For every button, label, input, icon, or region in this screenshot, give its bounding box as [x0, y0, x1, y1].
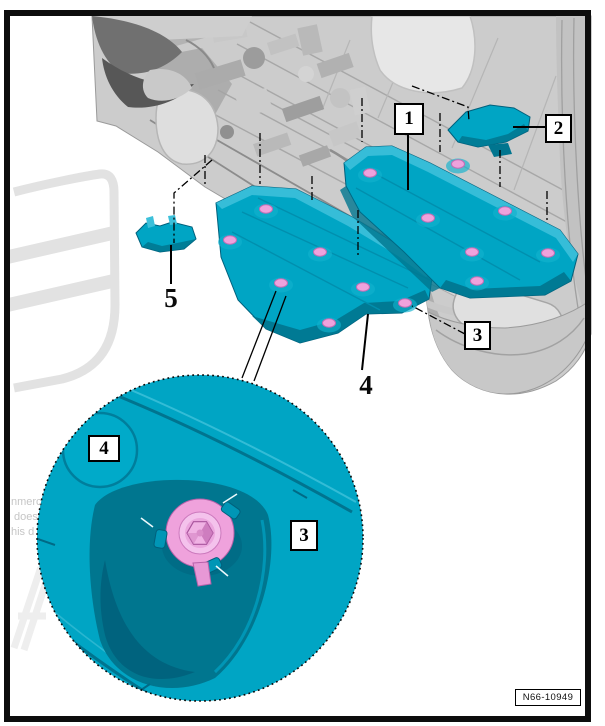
magnifier-wedge-lines: [241, 290, 287, 382]
bayonet-fastener-detail: [140, 493, 242, 587]
callout-5: 5: [164, 282, 178, 313]
bracket-5: [135, 215, 197, 253]
callout-1: 1: [394, 103, 424, 135]
callout-3: 3: [464, 321, 491, 350]
front-bumper: [92, 16, 252, 108]
fuel-tank: [370, 16, 476, 94]
car-underbody: [91, 15, 592, 395]
callout-2: 2: [545, 114, 572, 143]
trim-panel-4-left: [215, 185, 434, 344]
screw-markers: [218, 158, 560, 333]
wheel-liner: [155, 88, 219, 165]
watermark-text-fragment: his d: [11, 526, 35, 538]
watermark-text-fragment: does: [14, 511, 38, 523]
trim-panel-1-right: [340, 145, 579, 299]
detail-callout-4: 4: [88, 435, 120, 462]
detail-callout-3: 3: [290, 520, 318, 551]
figure-number-box: N66-10949: [515, 689, 581, 706]
detail-circle-border: [36, 374, 364, 702]
brand-watermark-logo: [8, 169, 120, 652]
callout-leader-lines: [120, 85, 548, 535]
watermark-text-fragment: nmerc: [11, 496, 42, 508]
callout-4: 4: [359, 369, 373, 400]
